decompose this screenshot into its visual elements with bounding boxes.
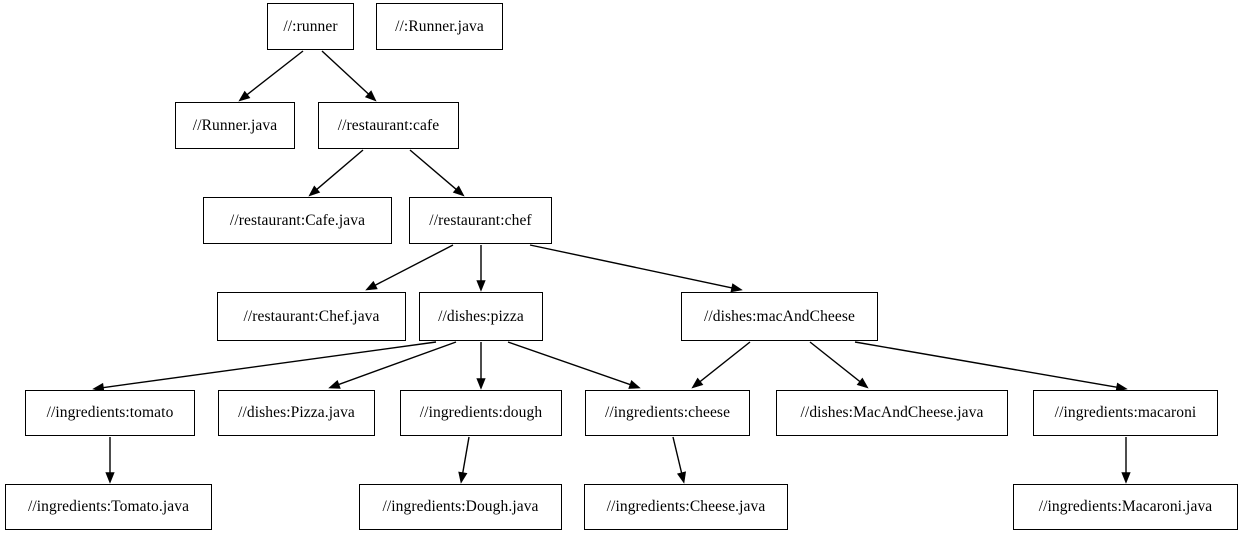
graph-node-label: //ingredients:cheese — [604, 404, 731, 422]
graph-node-label: //dishes:MacAndCheese.java — [800, 404, 984, 422]
graph-node-label: //ingredients:dough — [419, 404, 543, 422]
graph-node-pizza_java[interactable]: //dishes:Pizza.java — [218, 390, 375, 436]
graph-node-tomato[interactable]: //ingredients:tomato — [25, 390, 195, 436]
graph-node-label: //restaurant:chef — [429, 211, 532, 229]
graph-node-label: //dishes:Pizza.java — [238, 404, 355, 422]
graph-node-label: //ingredients:Tomato.java — [27, 498, 190, 516]
graph-edge-pizza-to-tomato — [92, 341, 437, 393]
graph-edge-cheese-to-cheese_java — [672, 436, 687, 484]
graph-node-label: //ingredients:macaroni — [1054, 404, 1197, 422]
graph-node-label: //restaurant:Cafe.java — [229, 211, 366, 229]
graph-edge-chef-to-pizza — [476, 245, 486, 292]
graph-node-chef_java[interactable]: //restaurant:Chef.java — [217, 292, 406, 341]
graph-node-dough_java[interactable]: //ingredients:Dough.java — [359, 484, 562, 530]
graph-node-cheese[interactable]: //ingredients:cheese — [585, 390, 750, 436]
graph-node-macaroni[interactable]: //ingredients:macaroni — [1033, 390, 1218, 436]
graph-edge-tomato-to-tomato_java — [105, 437, 115, 484]
graph-node-label: //:Runner.java — [395, 17, 484, 35]
graph-node-label: //:runner — [283, 17, 338, 35]
graph-node-label: //ingredients:Cheese.java — [606, 498, 766, 516]
graph-node-runner[interactable]: //:runner — [267, 3, 354, 50]
graph-node-label: //ingredients:Macaroni.java — [1038, 498, 1213, 516]
graph-node-label: //dishes:macAndCheese — [703, 307, 856, 325]
graph-node-cheese_java[interactable]: //ingredients:Cheese.java — [584, 484, 788, 530]
graph-node-label: //ingredients:Dough.java — [382, 498, 539, 516]
graph-node-label: //restaurant:cafe — [337, 116, 440, 134]
graph-node-macandcheese_java[interactable]: //dishes:MacAndCheese.java — [776, 390, 1008, 436]
graph-node-label: //restaurant:Chef.java — [243, 307, 380, 325]
graph-node-cafe[interactable]: //restaurant:cafe — [318, 102, 459, 149]
graph-edge-macaroni-to-macaroni_java — [1121, 437, 1131, 484]
graph-node-macaroni_java[interactable]: //ingredients:Macaroni.java — [1013, 484, 1238, 530]
graph-node-label: //Runner.java — [192, 116, 278, 134]
graph-edge-pizza-to-cheese — [507, 341, 641, 389]
graph-node-tomato_java[interactable]: //ingredients:Tomato.java — [5, 484, 212, 530]
graph-node-macandcheese[interactable]: //dishes:macAndCheese — [681, 292, 878, 341]
graph-edge-pizza-to-pizza_java — [328, 341, 457, 389]
graph-edge-macandcheese-to-macandcheese_java — [809, 341, 869, 389]
graph-node-cafe_java[interactable]: //restaurant:Cafe.java — [203, 197, 392, 244]
graph-edge-chef-to-macandcheese — [529, 244, 743, 293]
graph-edge-chef-to-chef_java — [365, 244, 454, 291]
graph-edge-macandcheese-to-cheese — [691, 341, 751, 389]
graph-edge-runner-to-cafe — [321, 50, 377, 102]
graph-edge-runner-to-runner_java — [238, 50, 304, 102]
graph-edge-pizza-to-dough — [476, 342, 486, 390]
graph-node-dough[interactable]: //ingredients:dough — [400, 390, 562, 436]
graph-edge-cafe-to-chef — [409, 149, 465, 197]
graph-edge-cafe-to-cafe_java — [308, 149, 364, 197]
graph-node-label: //ingredients:tomato — [46, 404, 174, 422]
graph-node-label: //dishes:pizza — [438, 307, 524, 325]
graph-edge-dough-to-dough_java — [458, 436, 470, 484]
graph-node-chef[interactable]: //restaurant:chef — [409, 197, 552, 244]
graph-edge-macandcheese-to-macaroni — [854, 341, 1128, 392]
graph-node-runner_java_root[interactable]: //:Runner.java — [376, 3, 503, 50]
graph-node-runner_java[interactable]: //Runner.java — [175, 102, 295, 149]
graph-node-pizza[interactable]: //dishes:pizza — [419, 292, 543, 341]
